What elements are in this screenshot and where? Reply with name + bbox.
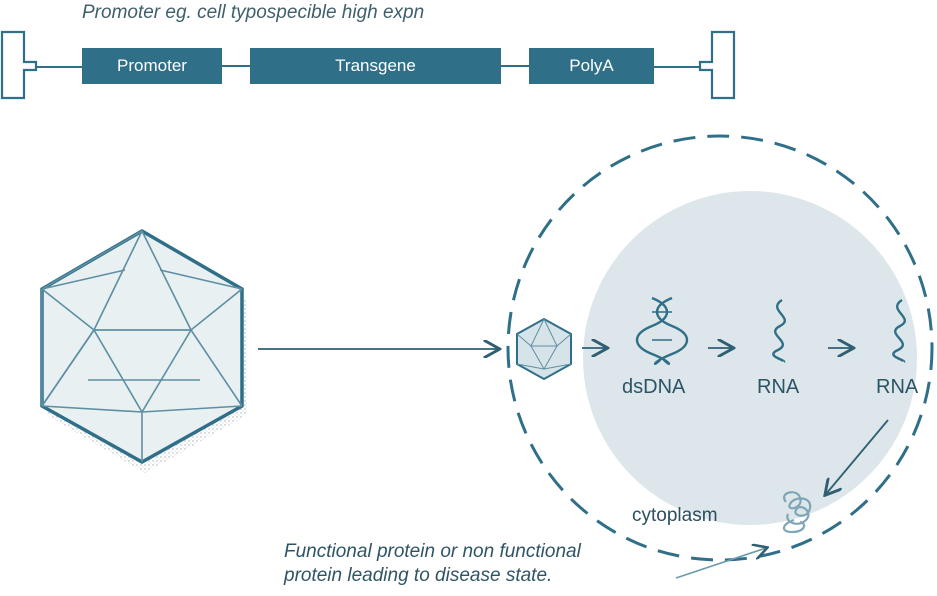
promoter-box: Promoter: [82, 48, 222, 84]
outcome-note: Functional protein or non functional pro…: [284, 540, 714, 588]
transgene-box: Transgene: [250, 48, 501, 84]
stage-label-dsdna: dsDNA: [622, 376, 686, 398]
translation-arrow: [826, 419, 889, 494]
nucleus: [583, 191, 917, 525]
small-capsid-icon: [516, 317, 572, 381]
itr-left-icon: [0, 30, 82, 100]
protein-icon: [782, 491, 812, 534]
rna-strand-icon: [772, 298, 787, 364]
outcome-line-1: Functional protein or non functional: [284, 541, 581, 562]
stage-label-rna-cytoplasm: RNA: [876, 376, 919, 398]
stage-label-rna: RNA: [757, 376, 800, 398]
aav-capsid-icon: [40, 228, 247, 473]
dna-helix-icon: [635, 296, 689, 365]
cell-membrane: [506, 134, 934, 562]
cytoplasm-label: cytoplasm: [632, 505, 718, 526]
cassette-caption: Promoter eg. cell typospecible high expn: [82, 2, 425, 23]
note-arrow: [675, 548, 766, 579]
outcome-line-2: protein leading to disease state.: [284, 565, 553, 586]
rna-strand-icon: [892, 298, 907, 364]
polya-box: PolyA: [529, 48, 654, 84]
itr-right-icon: [654, 30, 736, 100]
